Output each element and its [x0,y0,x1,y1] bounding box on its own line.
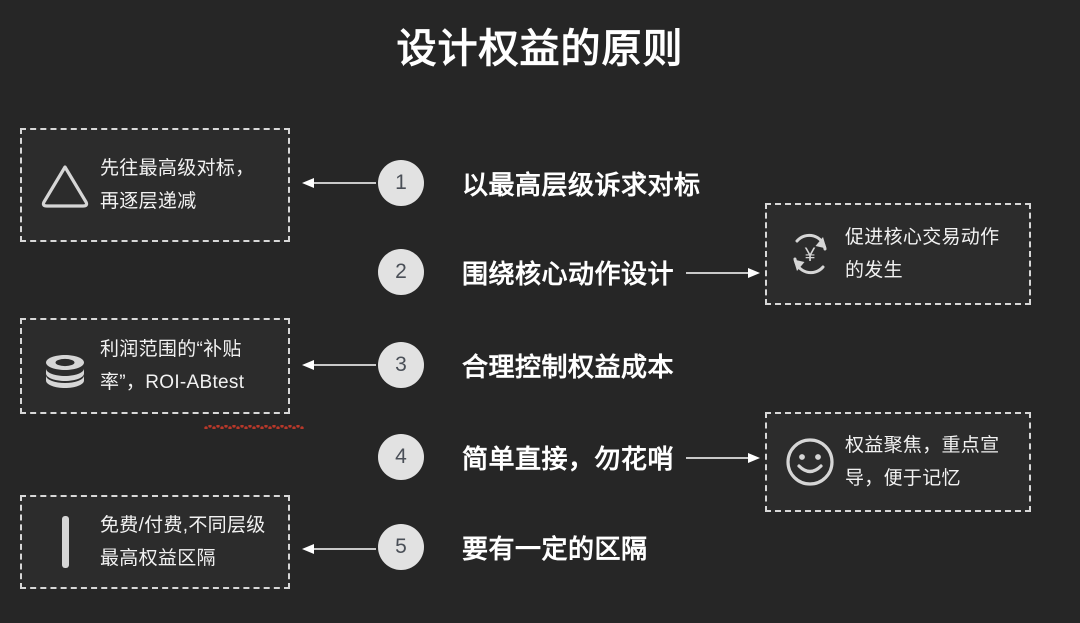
principle-badge-4: 4 [378,434,424,480]
left-card-2-text: 利润范围的“补贴 率”，ROI-ABtest [100,300,304,433]
principle-label-3: 合理控制权益成本 [462,351,675,382]
principle-badge-5: 5 [378,524,424,570]
right-card-2: 权益聚焦，重点宣 导，便于记忆 [765,412,1031,512]
triangle-icon [36,156,94,214]
left-card-3-text: 免费/付费,不同层级 最高权益区隔 [100,514,266,569]
database-icon [36,337,94,395]
arrow-left-5 [302,541,376,557]
principle-label-1: 以最高层级诉求对标 [462,169,701,200]
principle-badge-3: 3 [378,342,424,388]
principle-row-4: 4 简单直接，勿花哨 [378,431,674,483]
principle-label-2: 围绕核心动作设计 [462,258,675,289]
arrow-left-1 [302,175,376,191]
left-card-2: 利润范围的“补贴 率”，ROI-ABtest [20,318,304,429]
right-card-2-text: 权益聚焦，重点宣 导，便于记忆 [845,434,1000,489]
arrow-right-2 [686,265,760,281]
arrow-left-3 [302,357,376,373]
principle-badge-2: 2 [378,249,424,295]
svg-text:¥: ¥ [804,245,816,266]
principle-row-5: 5 要有一定的区隔 [378,521,648,573]
principle-badge-1: 1 [378,160,424,206]
arrow-right-4 [686,450,760,466]
principle-row-1: 1 以最高层级诉求对标 [378,157,701,209]
left-card-1-text: 先往最高级对标， 再逐层递减 [100,157,255,212]
spellcheck-underline [204,424,304,429]
principle-row-2: 2 围绕核心动作设计 [378,246,674,298]
principle-label-4: 简单直接，勿花哨 [462,443,675,474]
page-title: 设计权益的原则 [396,27,684,71]
principle-row-3: 3 合理控制权益成本 [378,339,674,391]
left-card-3: 免费/付费,不同层级 最高权益区隔 [20,495,290,589]
vertical-bar-icon [36,513,94,571]
right-card-1-text: 促进核心交易动作 的发生 [845,226,1000,281]
smiley-icon [781,433,839,491]
right-card-1: ¥ 促进核心交易动作 的发生 [765,203,1031,305]
left-card-2-label: 利润范围的“补贴 率”，ROI-ABtest [100,338,245,393]
left-card-1: 先往最高级对标， 再逐层递减 [20,128,290,242]
principle-label-5: 要有一定的区隔 [462,533,648,564]
yen-refresh-icon: ¥ [781,225,839,283]
